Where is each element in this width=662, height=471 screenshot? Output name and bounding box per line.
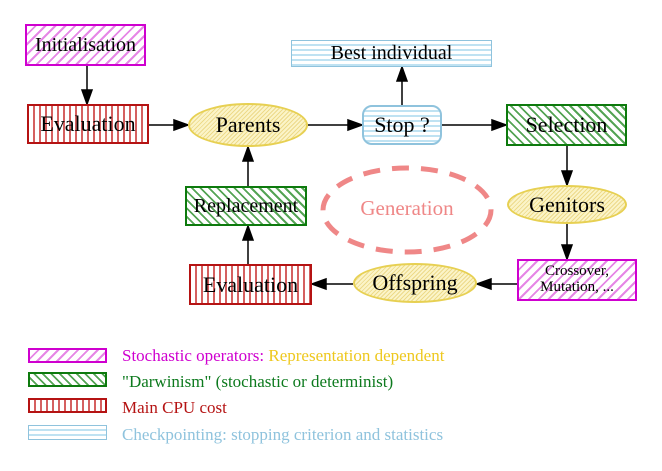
node-parents: Parents [188,103,308,147]
arrow-crossover-to-offspring [474,277,517,291]
arrow-parents-to-stop [308,118,365,132]
arrow-initialisation-to-evaluation [80,66,94,107]
legend-text-representation: Representation dependent [268,346,445,365]
legend-swatch-stochastic [28,348,107,363]
arrow-evaluation-to-parents [149,118,191,132]
node-evaluation-top: Evaluation [27,104,149,144]
legend-text-darwinism: "Darwinism" (stochastic or determinist) [122,372,394,391]
arrow-selection-to-genitors [560,146,574,188]
legend-swatch-cpu [28,398,107,413]
node-selection: Selection [506,104,627,146]
node-initialisation-label: Initialisation [34,33,137,56]
node-replacement: Replacement [185,186,307,226]
node-evaluation-bottom: Evaluation [189,264,312,305]
node-selection-label: Selection [525,112,608,138]
legend-swatch-checkpointing [28,425,107,440]
legend-row-cpu: Main CPU cost [122,398,227,418]
node-best-individual: Best individual [291,40,492,67]
generation-label: Generation [360,196,454,220]
arrow-evaluation-to-replacement [241,223,255,264]
node-genitors: Genitors [507,185,627,224]
legend-swatch-darwinism [28,372,107,387]
node-replacement-label: Replacement [193,194,299,217]
node-crossover-line1: Crossover, [545,263,609,280]
node-stop-label: Stop ? [374,112,430,138]
arrow-offspring-to-evaluation [309,277,353,291]
node-crossover-line2: Mutation, ... [540,279,614,295]
node-stop: Stop ? [362,105,442,145]
arrow-genitors-to-crossover [560,224,574,262]
node-offspring-label: Offspring [372,270,458,296]
legend-row-darwinism: "Darwinism" (stochastic or determinist) [122,372,393,392]
legend-row-checkpointing: Checkpointing: stopping criterion and st… [122,425,443,445]
node-genitors-label: Genitors [529,191,605,217]
legend-text-stochastic: Stochastic operators: [122,346,265,365]
arrow-stop-to-selection [441,118,509,132]
node-evaluation-bottom-label: Evaluation [202,271,299,297]
node-evaluation-top-label: Evaluation [40,111,136,137]
node-best-individual-label: Best individual [330,42,453,64]
node-crossover-mutation: Crossover, Mutation, ... [517,259,637,301]
legend-text-checkpointing: Checkpointing: stopping criterion and st… [122,425,444,444]
node-parents-label: Parents [215,112,281,138]
legend-text-cpu: Main CPU cost [122,398,227,417]
arrow-replacement-to-parents [241,144,255,186]
legend-row-stochastic: Stochastic operators: Representation dep… [122,346,444,366]
node-offspring: Offspring [353,263,477,303]
node-initialisation: Initialisation [25,24,146,66]
arrow-stop-to-best-individual [395,64,409,105]
